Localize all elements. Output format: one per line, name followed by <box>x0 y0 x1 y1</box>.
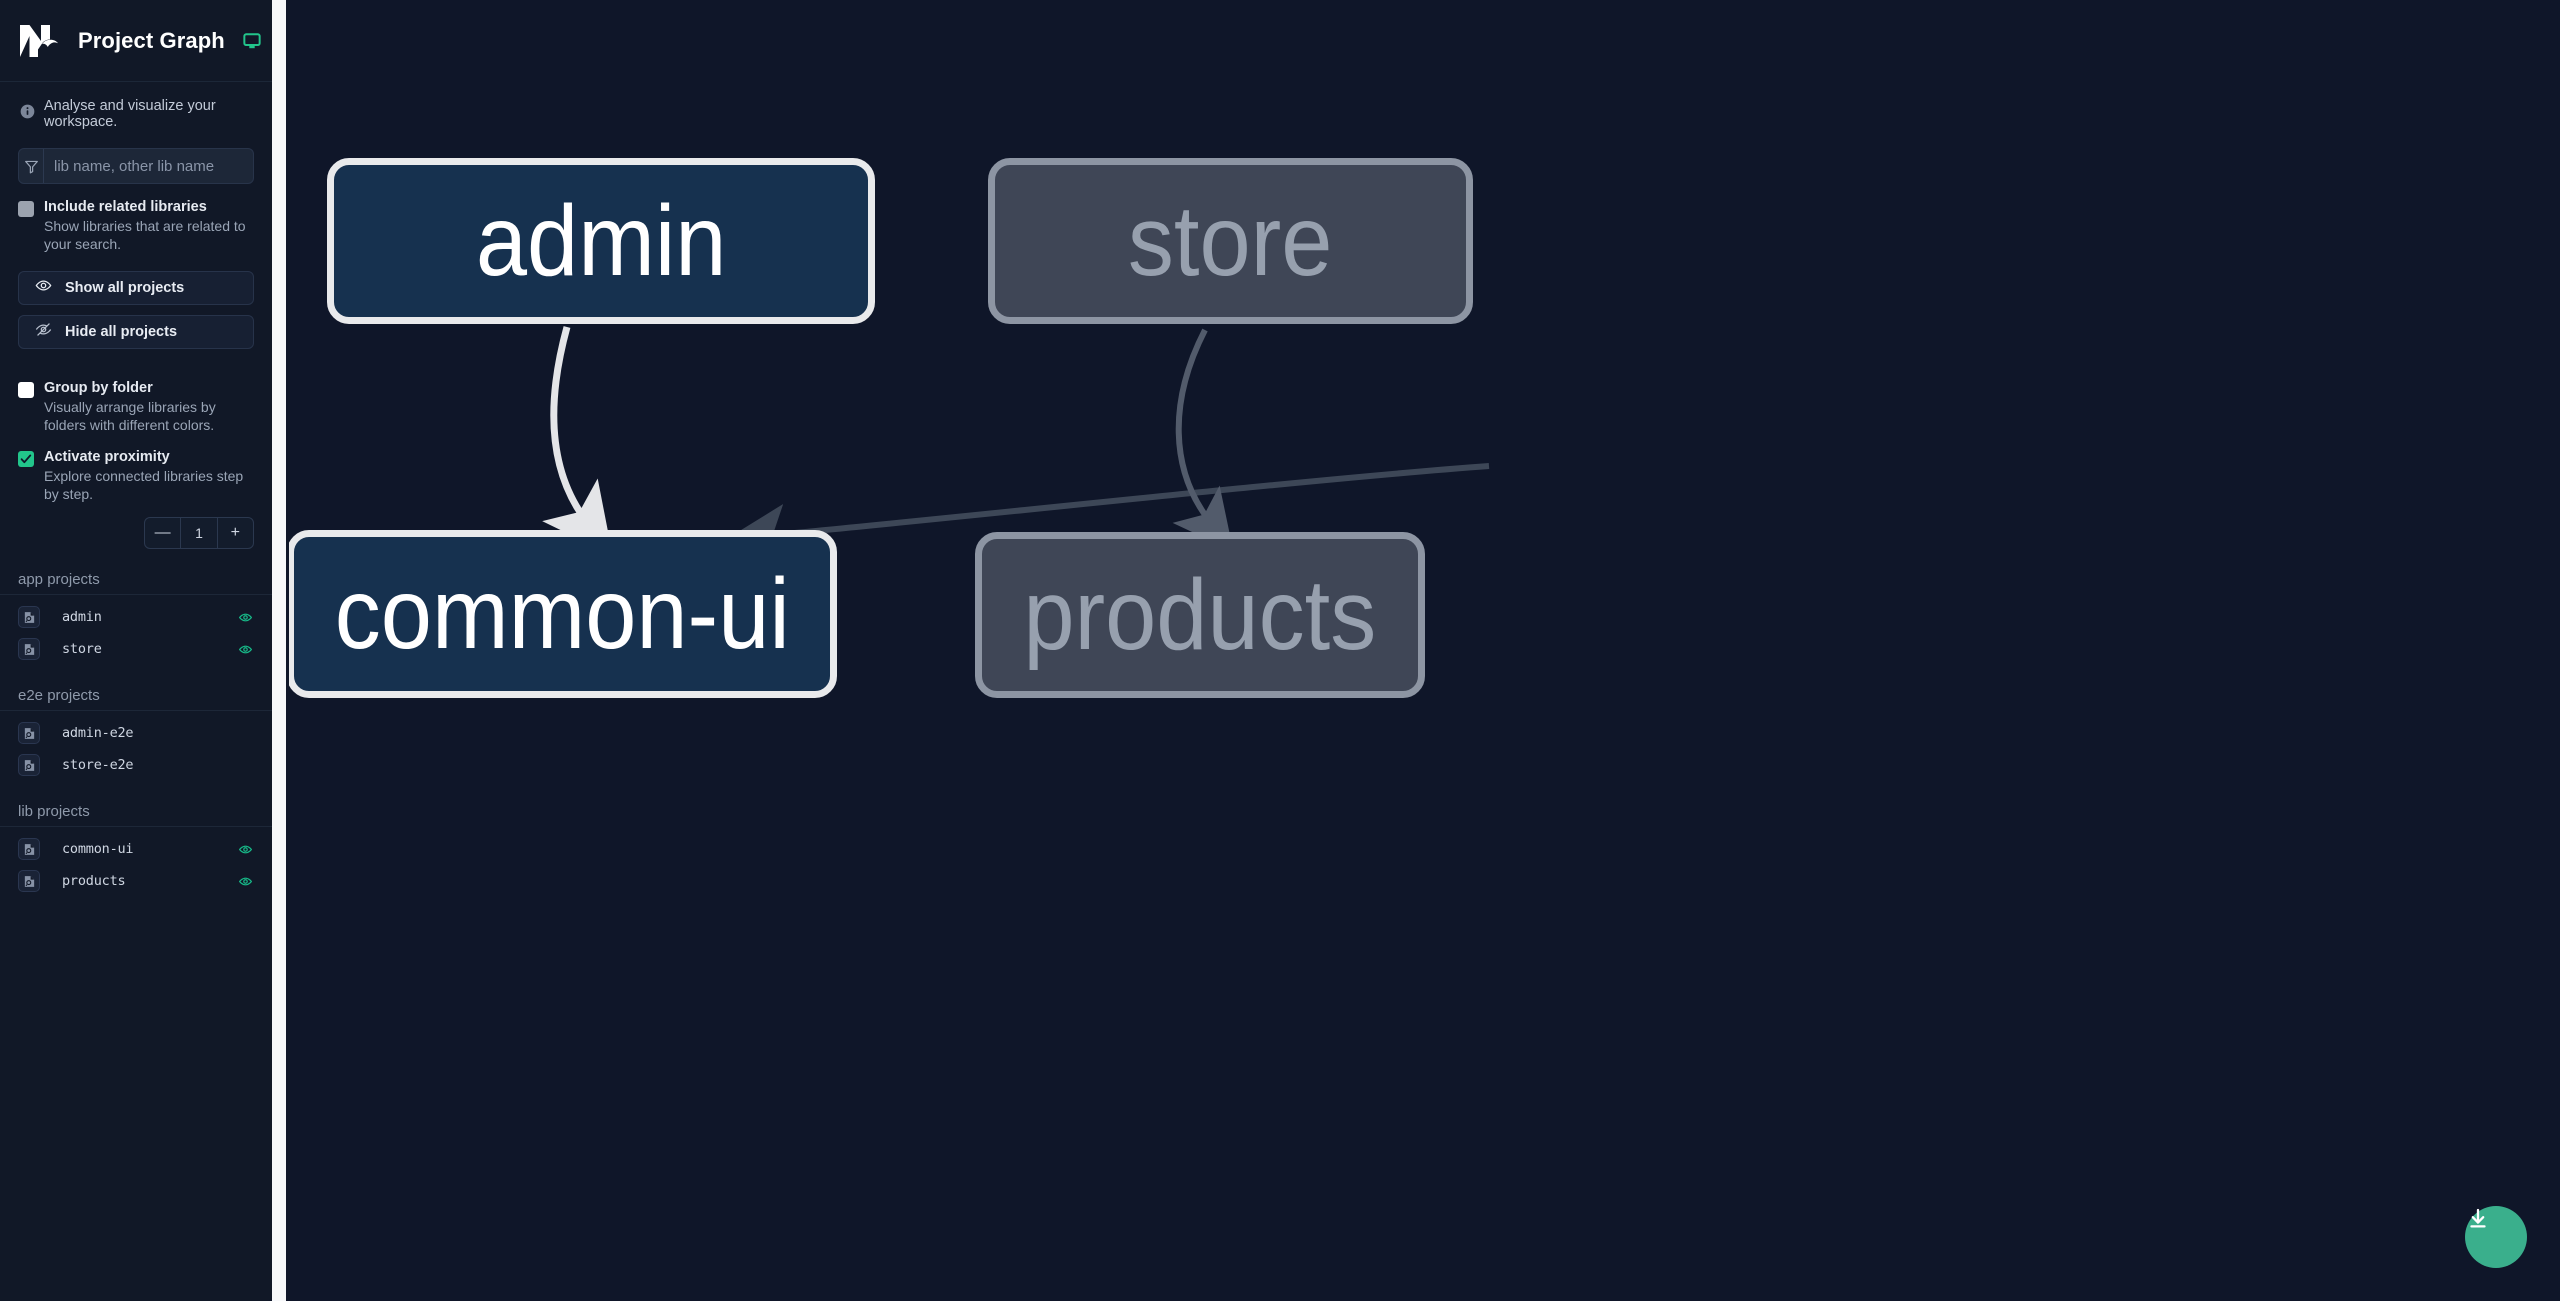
option-description: Explore connected libraries step by step… <box>44 468 244 502</box>
project-file-icon <box>18 838 40 860</box>
project-name: store-e2e <box>62 757 134 773</box>
option-activate-proximity[interactable]: Activate proximity Explore connected lib… <box>0 434 272 503</box>
activate-proximity-checkbox[interactable] <box>18 451 34 467</box>
sidebar-scrollbar[interactable] <box>272 0 286 1301</box>
project-name: products <box>62 873 126 889</box>
project-row-admin[interactable]: admin <box>0 601 272 633</box>
option-label: Activate proximity <box>44 449 170 465</box>
graph-node-label: products <box>1023 559 1377 671</box>
option-description: Show libraries that are related to your … <box>44 218 246 252</box>
group-heading: lib projects <box>0 803 272 827</box>
show-all-projects-label: Show all projects <box>65 280 185 296</box>
eye-icon[interactable] <box>236 640 254 658</box>
project-file-icon <box>18 870 40 892</box>
project-row-common-ui[interactable]: common-ui <box>0 833 272 865</box>
eye-icon-placeholder <box>236 724 254 742</box>
sidebar: Project Graph Analyse and visualize your… <box>0 0 272 1301</box>
option-label: Include related libraries <box>44 199 207 215</box>
group-heading: app projects <box>0 571 272 595</box>
proximity-value: 1 <box>180 518 218 548</box>
option-label: Group by folder <box>44 380 153 396</box>
group-e2e-projects: e2e projects admin-e2e <box>0 665 272 781</box>
option-description: Visually arrange libraries by folders wi… <box>44 399 216 433</box>
include-related-libraries-checkbox[interactable] <box>18 201 34 217</box>
project-name: admin <box>62 609 102 625</box>
proximity-stepper[interactable]: — 1 + <box>144 517 254 549</box>
page-title: Project Graph <box>78 27 225 53</box>
sidebar-header: Project Graph <box>0 0 272 82</box>
search-input-wrapper[interactable] <box>18 148 254 184</box>
filter-icon <box>19 149 44 183</box>
download-graph-button[interactable] <box>2465 1206 2527 1268</box>
project-row-store-e2e[interactable]: store-e2e <box>0 749 272 781</box>
edge-store-to-common-ui <box>726 463 1490 564</box>
show-all-projects-button[interactable]: Show all projects <box>18 271 254 305</box>
nx-logo-icon <box>18 23 60 59</box>
info-icon <box>20 104 35 124</box>
project-row-store[interactable]: store <box>0 633 272 665</box>
option-group-by-folder[interactable]: Group by folder Visually arrange librari… <box>0 365 272 434</box>
check-icon <box>20 454 32 464</box>
project-file-icon <box>18 722 40 744</box>
project-row-admin-e2e[interactable]: admin-e2e <box>0 717 272 749</box>
project-name: store <box>62 641 102 657</box>
monitor-icon[interactable] <box>243 32 261 50</box>
graph-canvas[interactable]: admin store common-ui products <box>289 0 2560 1301</box>
group-app-projects: app projects admin <box>0 549 272 665</box>
eye-off-icon <box>35 321 52 343</box>
search-input[interactable] <box>44 149 253 183</box>
graph-node-admin[interactable]: admin <box>327 158 875 324</box>
group-heading: e2e projects <box>0 687 272 711</box>
project-name: common-ui <box>62 841 134 857</box>
graph-edges <box>542 326 1490 564</box>
group-by-folder-checkbox[interactable] <box>18 382 34 398</box>
edge-store-to-products <box>1172 328 1234 552</box>
graph-node-label: store <box>1128 185 1333 297</box>
sidebar-info: Analyse and visualize your workspace. <box>0 82 272 144</box>
eye-icon[interactable] <box>236 608 254 626</box>
project-row-products[interactable]: products <box>0 865 272 897</box>
eye-icon <box>35 277 52 299</box>
eye-icon-placeholder <box>236 756 254 774</box>
sidebar-info-text: Analyse and visualize your workspace. <box>44 98 216 130</box>
proximity-decrement-button[interactable]: — <box>154 524 171 541</box>
graph-node-store[interactable]: store <box>988 158 1473 324</box>
project-file-icon <box>18 638 40 660</box>
proximity-increment-button[interactable]: + <box>230 524 240 541</box>
graph-node-label: admin <box>475 185 727 297</box>
eye-icon[interactable] <box>236 872 254 890</box>
option-include-related-libraries[interactable]: Include related libraries Show libraries… <box>0 184 272 253</box>
eye-icon[interactable] <box>236 840 254 858</box>
edge-admin-to-common-ui <box>542 326 613 556</box>
project-name: admin-e2e <box>62 725 134 741</box>
graph-node-common-ui[interactable]: common-ui <box>289 530 837 698</box>
graph-node-products[interactable]: products <box>975 532 1425 698</box>
project-file-icon <box>18 754 40 776</box>
hide-all-projects-label: Hide all projects <box>65 324 178 340</box>
group-lib-projects: lib projects common-ui <box>0 781 272 897</box>
hide-all-projects-button[interactable]: Hide all projects <box>18 315 254 349</box>
project-file-icon <box>18 606 40 628</box>
sidebar-edge <box>286 0 289 1301</box>
graph-node-label: common-ui <box>334 558 790 670</box>
